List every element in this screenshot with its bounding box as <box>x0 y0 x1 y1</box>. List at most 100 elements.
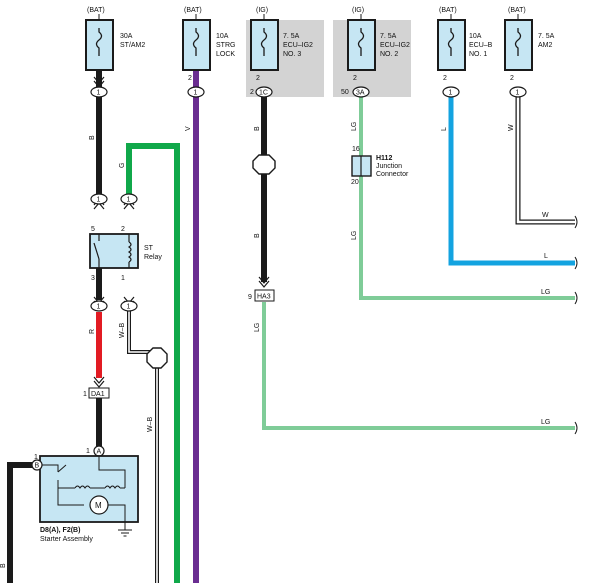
ha3-label: HA3 <box>257 294 271 301</box>
starter-motor-label: M <box>95 501 102 510</box>
wire-label-w-right: W <box>542 212 549 219</box>
fuse3-rating: 7. 5A <box>283 33 300 40</box>
wire-break-w-icon <box>574 215 578 229</box>
fuse5-connector-label: 1 <box>449 90 453 97</box>
fuse5-name1: ECU–B <box>469 42 493 49</box>
fuse5-symbol-icon <box>447 28 455 56</box>
fuse4-name2: NO. 2 <box>380 51 398 58</box>
starter-name: Starter Assembly <box>40 536 93 543</box>
wire-label-v: V <box>185 126 192 131</box>
fuse4-symbol-icon <box>357 28 365 56</box>
wire-label-lg3: LG <box>254 323 261 332</box>
wire-label-lg2: LG <box>351 231 358 240</box>
starter-a-pin: 1 <box>86 448 90 455</box>
fuse1-body <box>85 19 114 71</box>
relay-bot-right-connector-label: 1 <box>127 304 131 311</box>
fuse2-body <box>182 19 211 71</box>
fuse2-connector <box>187 86 205 98</box>
starter-internal-b <box>42 464 59 472</box>
fuse4-body <box>347 19 376 71</box>
fuse1-arrow-icon <box>93 76 105 88</box>
wire-label-b4: B <box>0 563 7 568</box>
fuse3-connector <box>255 86 273 98</box>
fuse2-name1: STRG <box>216 42 235 49</box>
fuse4-connector-pin: 50 <box>341 89 349 96</box>
fuse3-symbol-icon <box>260 28 268 56</box>
da1-label: DA1 <box>91 391 105 398</box>
starter-b-pin: 1 <box>34 454 38 461</box>
fuse2-symbol-icon <box>192 28 200 56</box>
fuse3-connector-pin: 2 <box>250 89 254 96</box>
da1-arrow-icon <box>93 376 105 388</box>
ha3-pin: 9 <box>248 294 252 301</box>
da1-box <box>88 387 110 399</box>
ha3-box <box>254 289 275 302</box>
fuse4-rating: 7. 5A <box>380 33 397 40</box>
fuse3-connector-label: 1C <box>259 90 268 97</box>
wire-l-ecu-b <box>448 90 575 266</box>
starter-body <box>39 455 139 523</box>
wire-label-l-right: L <box>544 253 548 260</box>
fuse2-pin: 2 <box>188 75 192 82</box>
wire-break-lg2-icon <box>574 421 578 435</box>
wire-break-lg1-icon <box>574 291 578 305</box>
relay-top-right-connector <box>120 193 138 205</box>
wire-label-wb2: W–B <box>147 417 154 433</box>
relay-top-right-connector-label: 1 <box>127 197 131 204</box>
fuse3-pin: 2 <box>256 75 260 82</box>
fuse2-source: (BAT) <box>184 7 202 14</box>
relay-pin2: 2 <box>121 226 125 233</box>
fuse1-source: (BAT) <box>87 7 105 14</box>
wire-label-lg1: LG <box>351 122 358 131</box>
wire-wb-relay-outline <box>127 310 157 354</box>
fuse3-body <box>250 19 279 71</box>
relay-bot-right-connector <box>120 300 138 312</box>
relay-top-left-connector-label: 1 <box>97 197 101 204</box>
relay-bot-left-connector-label: 1 <box>97 304 101 311</box>
starter-coil1-icon <box>74 485 91 489</box>
splice-octagon-b <box>252 154 276 175</box>
fuse1-name: ST/AM2 <box>120 42 145 49</box>
fuse1-symbol-icon <box>95 28 103 56</box>
fuse6-pin: 2 <box>510 75 514 82</box>
fuse2-rating: 10A <box>216 33 229 40</box>
wire-break-l-icon <box>574 256 578 270</box>
fuse4-connector-label: 3A <box>356 90 365 97</box>
junction-pin-bottom: 20 <box>351 179 359 186</box>
wire-b-starter-b <box>7 462 35 583</box>
junction-pin-top: 16 <box>352 146 360 153</box>
wire-label-b2: B <box>254 126 261 131</box>
fuse6-connector-label: 1 <box>516 90 520 97</box>
relay-coil-icon <box>127 241 132 263</box>
wire-label-wb1: W–B <box>119 323 126 339</box>
wire-label-lg-right2: LG <box>541 419 550 426</box>
wire-lg-junction-right <box>359 176 575 300</box>
junction-name1: Junction <box>376 163 402 170</box>
fuse1-connector-label: 1 <box>97 90 101 97</box>
ha3-arrow-icon <box>258 276 270 288</box>
wire-label-b3: B <box>254 233 261 238</box>
wire-w-outline <box>515 90 575 225</box>
junction-name2: Connector <box>376 171 409 178</box>
fuse2-name2: LOCK <box>216 51 235 58</box>
wire-g-relay <box>126 143 180 583</box>
wire-wb-relay-fill <box>128 310 157 353</box>
fuse5-body <box>437 19 466 71</box>
fuse4-pin: 2 <box>353 75 357 82</box>
starter-internal-ground <box>108 504 126 530</box>
wire-lg-ha3-right <box>262 302 575 430</box>
fuse4-source: (IG) <box>352 7 364 14</box>
fuse5-pin: 2 <box>443 75 447 82</box>
starter-a-label: A <box>97 449 102 456</box>
fuse6-source: (BAT) <box>508 7 526 14</box>
wire-label-r: R <box>89 329 96 334</box>
wire-label-l: L <box>441 127 448 131</box>
fuse3-name1: ECU–IG2 <box>283 42 313 49</box>
fuse3-source: (IG) <box>256 7 268 14</box>
wire-label-b1: B <box>89 135 96 140</box>
wire-label-lg-right1: LG <box>541 289 550 296</box>
relay-bot-left-connector <box>90 300 108 312</box>
relay-name1: ST <box>144 245 154 252</box>
starter-b-label: B <box>35 463 40 470</box>
fuse5-name2: NO. 1 <box>469 51 487 58</box>
